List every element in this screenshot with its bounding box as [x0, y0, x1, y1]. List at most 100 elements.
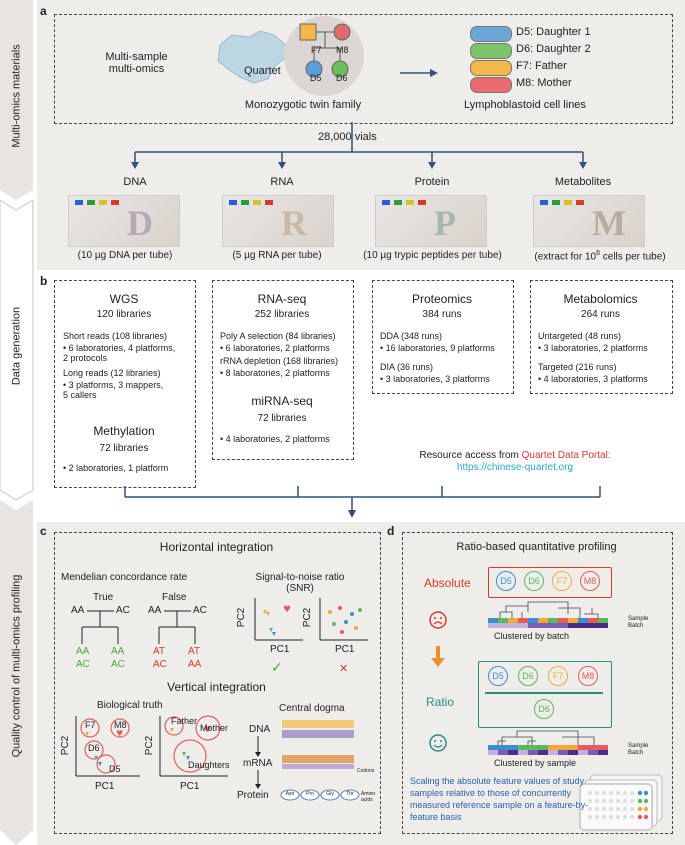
- dna-kit-image: D: [68, 195, 180, 247]
- dna-caption: (10 µg DNA per tube): [77, 250, 173, 261]
- resource-url-link[interactable]: https://chinese-quartet.org: [456, 462, 574, 473]
- false-parent-1: AA: [148, 605, 162, 616]
- absolute-box: [488, 567, 612, 598]
- sample-batch-label: Batch: [628, 750, 644, 756]
- cell-line-m8-label: M8: Mother: [516, 77, 572, 89]
- bio-pc1-2: PC1: [180, 781, 200, 792]
- mirnaseq-count: 72 libraries: [257, 413, 307, 424]
- false-child-4: AA: [188, 659, 202, 670]
- batch-batch-label: Batch: [628, 623, 644, 629]
- ratio-label: Ratio: [426, 695, 455, 709]
- rnaseq-box: [212, 280, 354, 460]
- snr-title: Signal-to-noise ratio (SNR): [255, 572, 345, 594]
- vials-label: 28,000 vials: [318, 131, 377, 143]
- true-child-4: AC: [111, 659, 125, 670]
- cell-line-d6: [470, 43, 512, 59]
- true-parent-2: AC: [116, 605, 130, 616]
- horizontal-integration-title: Horizontal integration: [159, 540, 274, 554]
- dogma-title: Central dogma: [279, 703, 345, 714]
- metabolomics-untargeted: Untargeted (48 runs): [538, 331, 622, 341]
- wgs-box: [54, 280, 196, 488]
- amino-gly: Gly: [326, 791, 334, 797]
- side-generation-bar: Data generation: [0, 199, 34, 501]
- panel-c-label: c: [40, 524, 47, 538]
- false-child-3: AC: [153, 659, 167, 670]
- protein-kit-letter: P: [434, 203, 456, 243]
- merge-lines: [124, 486, 601, 518]
- type-protein-label: Protein: [414, 176, 450, 188]
- svg-text:♥: ♥: [283, 605, 291, 615]
- cell-line-m8: [470, 77, 512, 93]
- true-child-1: AA: [76, 646, 90, 657]
- abs-sample-d6: D6: [524, 571, 544, 591]
- family-pedigree: [284, 16, 364, 96]
- mendel-title: Mendelian concordance rate: [61, 572, 188, 583]
- side-qc-bar: Quality control of multi-omics profiling: [0, 500, 33, 845]
- cell-line-d6-label: D6: Daughter 2: [516, 43, 591, 55]
- amino-thr: Thr: [346, 791, 354, 797]
- node-f7: F7: [311, 45, 322, 55]
- rnaseq-polya-detail: • 6 laboratories, 2 platforms: [220, 343, 330, 353]
- happy-face-icon: [429, 734, 447, 752]
- rnaseq-count: 252 libraries: [254, 309, 310, 320]
- true-child-3: AC: [76, 659, 90, 670]
- metabolomics-box: [530, 280, 673, 394]
- bio-pc1-1: PC1: [95, 781, 115, 792]
- cell-line-d5-label: D5: Daughter 1: [516, 26, 591, 38]
- proteomics-dda-detail: • 16 laboratories, 9 platforms: [380, 343, 495, 353]
- ratio-divider: [485, 692, 603, 694]
- snr-plot-bad: [319, 598, 368, 641]
- amino-pro: Pro: [306, 791, 314, 797]
- arrow-to-cell-lines: [400, 69, 438, 77]
- proteomics-dia: DIA (36 runs): [380, 362, 434, 372]
- rna-kit-image: R: [222, 195, 334, 247]
- metabolites-caption: (extract for 106 cells per tube): [520, 250, 680, 262]
- methylation-detail: • 2 laboratories, 1 platform: [63, 463, 169, 473]
- amino-asn: Asn: [285, 791, 295, 797]
- mirnaseq-detail: • 4 laboratories, 2 platforms: [220, 434, 330, 444]
- svg-text:♥: ♥: [116, 729, 123, 738]
- false-label: False: [162, 592, 187, 603]
- metabolomics-untargeted-detail: • 3 laboratories, 2 platforms: [538, 343, 648, 353]
- svg-text:♥: ♥: [204, 725, 211, 734]
- batch-sample-label: Sample: [628, 616, 649, 622]
- proteomics-dda: DDA (348 runs): [380, 331, 443, 341]
- vertical-integration-title: Vertical integration: [167, 680, 266, 694]
- wgs-short-detail: • 6 laboratories, 4 platforms, 2 protoco…: [63, 343, 176, 363]
- microplate-image: [579, 774, 663, 831]
- resource-access: Resource access from Quartet Data Portal…: [370, 450, 660, 461]
- wgs-long: Long reads (12 libraries): [63, 368, 161, 378]
- ratio-denominator-d6: D6: [534, 699, 554, 719]
- resource-prefix: Resource access from: [419, 450, 522, 461]
- metabolites-kit-letter: M: [592, 203, 626, 243]
- bio-group-daughters: Daughters: [188, 760, 230, 770]
- quartet-label: Quartet: [244, 65, 281, 77]
- false-child-2: AT: [188, 646, 201, 657]
- metabolites-caption-pre: (extract for 10: [534, 251, 597, 263]
- metabolomics-targeted-detail: • 4 laboratories, 3 platforms: [538, 374, 648, 384]
- methylation-title: Methylation: [93, 424, 155, 438]
- proteomics-dia-detail: • 3 laboratories, 3 platforms: [380, 374, 490, 384]
- bio-node-f7: F7: [85, 720, 96, 730]
- bio-truth-title: Biological truth: [97, 700, 163, 711]
- absolute-label: Absolute: [424, 576, 471, 590]
- bio-node-d5: D5: [109, 764, 121, 774]
- ratio-title: Ratio-based quantitative profiling: [456, 541, 617, 553]
- metabolites-caption-post: cells per tube): [600, 251, 666, 263]
- cell-line-f7-label: F7: Father: [516, 60, 567, 72]
- metabolites-caption-sup: 6: [596, 250, 600, 257]
- cell-line-d5: [470, 26, 512, 42]
- vials-tree: [131, 122, 587, 169]
- type-metabolites-label: Metabolites: [554, 176, 612, 188]
- node-m8: M8: [336, 45, 349, 55]
- abs-sample-m8: M8: [580, 571, 600, 591]
- ratio-sample-f7: F7: [548, 666, 568, 686]
- resource-portal: Quartet Data Portal:: [521, 450, 611, 461]
- china-map-icon: [217, 30, 289, 84]
- protein-caption: (10 µg trypic peptides per tube): [363, 250, 502, 261]
- wgs-long-detail: • 3 platforms, 3 mappers, 5 callers: [63, 380, 164, 400]
- scaling-description: Scaling the absolute feature values of s…: [410, 776, 589, 822]
- proteomics-box: [372, 280, 514, 394]
- false-child-1: AT: [153, 646, 166, 657]
